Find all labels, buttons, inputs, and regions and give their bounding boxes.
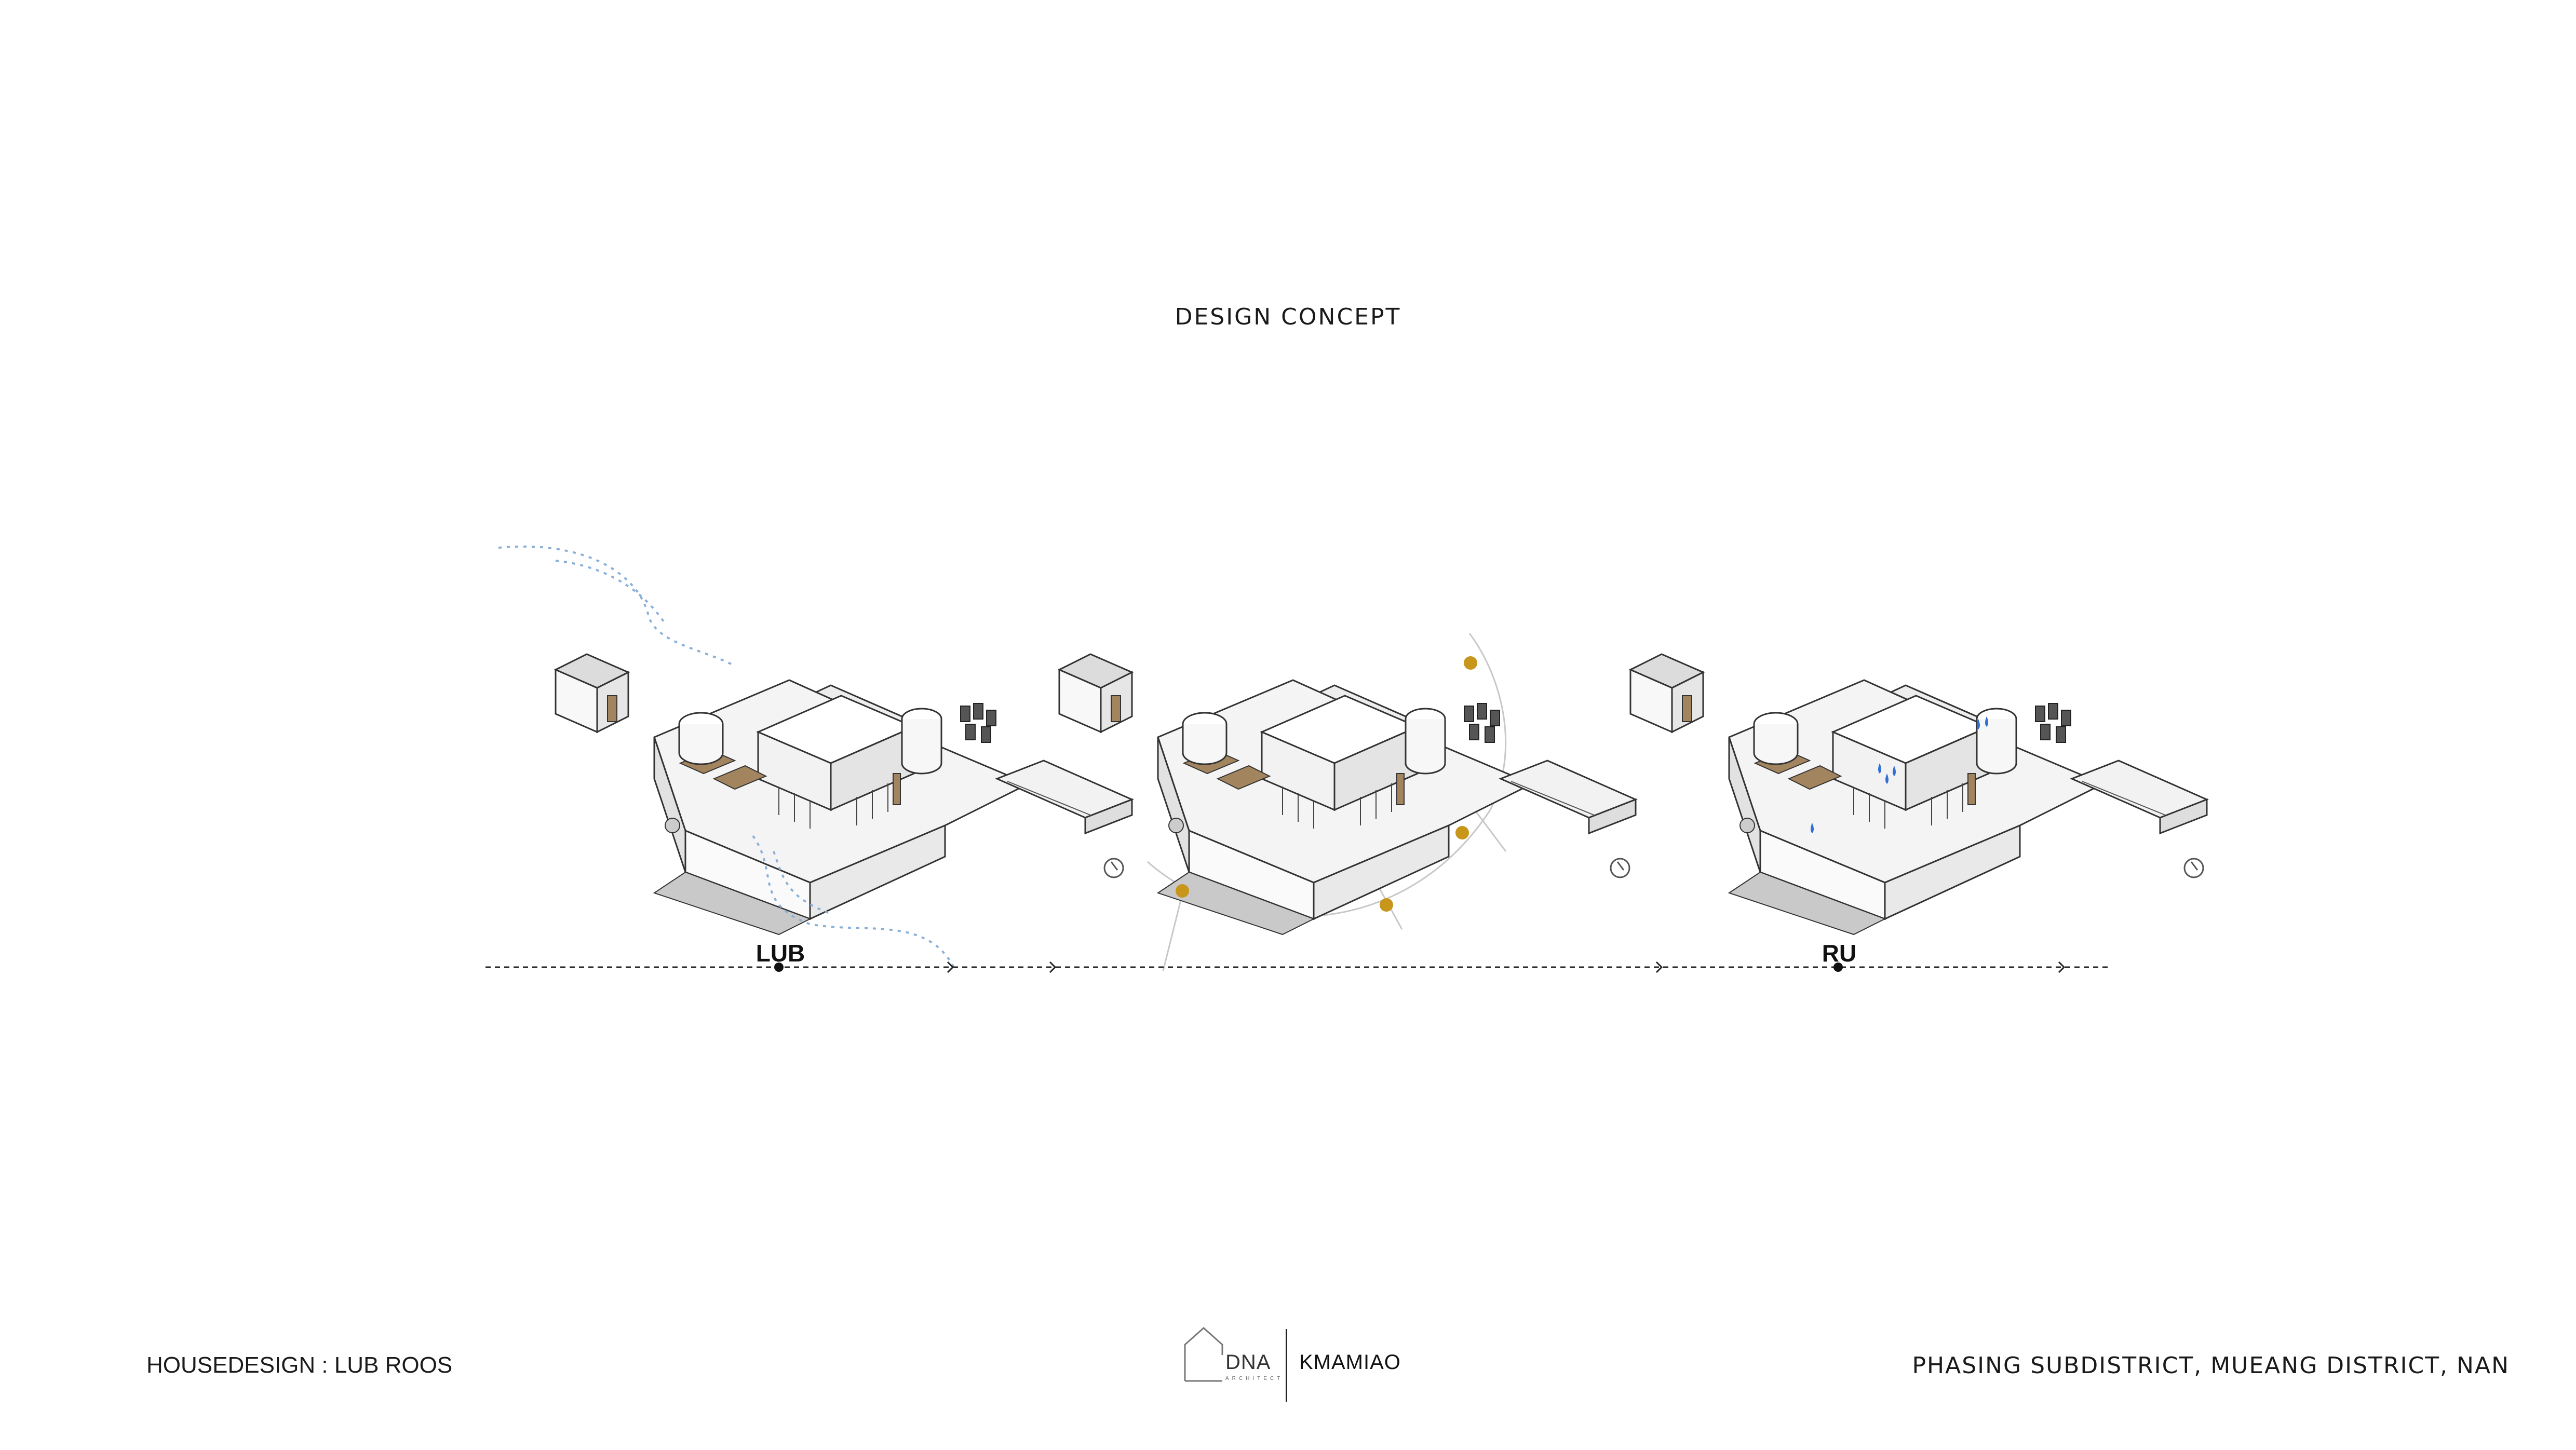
logo-mark: DNA [1225,1351,1271,1374]
stage-label-lub: LUB [756,940,805,967]
page-title: DESIGN CONCEPT [1175,304,1401,330]
wind-lines [498,545,956,971]
sun-marker [1380,898,1393,912]
water-drop-icon [1811,823,1814,833]
sun-marker [1455,826,1469,839]
house-stage-3 [1629,653,2208,936]
water-drops [1811,716,1988,833]
logo-subtitle: ARCHITECT [1225,1376,1284,1381]
sun-markers [1176,656,1477,912]
footer-project: HOUSEDESIGN : LUB ROOS [146,1352,453,1378]
stage-label-ru: RU [1822,940,1856,967]
compass-icon [2183,858,2204,878]
water-drop-icon [1893,766,1896,776]
timeline-point-lub [774,963,784,972]
water-drop-icon [1878,763,1881,774]
compass-icon [1103,858,1124,878]
water-drop-icon [1977,719,1980,729]
compass-icon [1610,858,1630,878]
house-logo-icon [1184,1326,1223,1382]
logo: DNA ARCHITECT KMAMIAO [1184,1324,1423,1407]
sun-marker [1464,656,1477,670]
house-stage-2 [1058,653,1637,936]
timeline-point-ru [1833,963,1843,972]
compass-icons [1103,858,2204,878]
water-drop-icon [1985,716,1988,727]
logo-brand: KMAMIAO [1299,1351,1401,1374]
house-stage-1 [555,653,1133,936]
logo-divider [1286,1329,1287,1402]
footer-location: PHASING SUBDISTRICT, MUEANG DISTRICT, NA… [1912,1352,2510,1379]
timeline-arrows [947,961,2066,973]
sun-marker [1176,884,1189,898]
water-drop-icon [1885,774,1889,784]
